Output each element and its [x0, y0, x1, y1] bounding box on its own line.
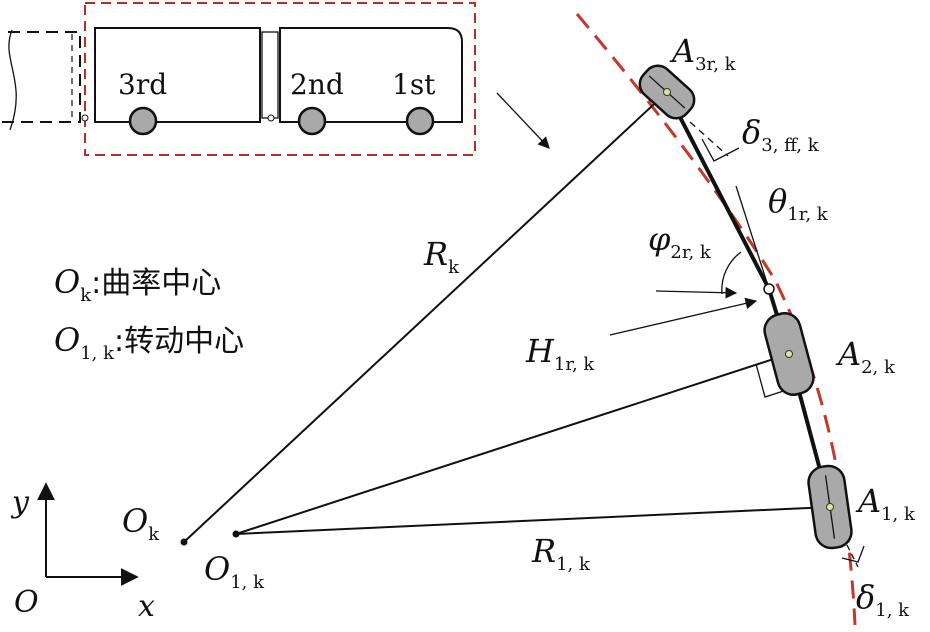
inset-highlight-frame [84, 2, 476, 156]
label-phi2r: φ2r, k [648, 220, 712, 263]
H-pointer-arrow [609, 297, 758, 336]
label-H1r: H1r, k [525, 332, 595, 375]
wheel-1st [405, 106, 435, 136]
wheel-A1-center [826, 503, 834, 511]
wheel-A3-center [663, 88, 671, 96]
label-theta1r: θ1r, k [768, 182, 829, 225]
car-head-body [279, 27, 463, 123]
coordinate-axes: y x O [10, 482, 155, 624]
rotation-center-point [232, 530, 240, 538]
legend: Ok:曲率中心 O1, k:转动中心 [54, 263, 244, 364]
car-3rd-body [94, 27, 261, 123]
label-R1k: R1, k [531, 532, 591, 575]
trailing-car-ghost [2, 31, 81, 123]
label-Ok: Ok [122, 502, 160, 545]
radius-A2-line [235, 353, 790, 535]
zoom-arrow [496, 92, 550, 149]
origin-label: O [14, 585, 39, 620]
label-Rk: Rk [423, 235, 460, 278]
delta1-angle-marker [841, 545, 865, 563]
label-O1k: O1, k [204, 550, 265, 593]
coupling-point-mid [267, 114, 275, 122]
y-axis-label: y [10, 485, 30, 520]
label-delta1: δ1, k [856, 578, 910, 621]
label-A3r: A3r, k [669, 32, 737, 75]
path-curve [575, 13, 857, 626]
x-axis-label: x [138, 589, 155, 624]
curvature-center-point [180, 538, 188, 546]
legend-curvature-center: Ok:曲率中心 [54, 263, 221, 306]
radius-Rk-line [183, 91, 668, 543]
wheel-3rd [128, 106, 158, 136]
delta3-dashed-line [689, 121, 729, 157]
phi-reference-arrow [655, 286, 738, 299]
label-A2: A2, k [835, 335, 896, 378]
articulation-joint-point [763, 283, 775, 295]
label-A1: A1, k [855, 482, 916, 525]
label-delta3: δ3, ff, k [742, 113, 820, 156]
delta1-dashed-line [837, 526, 859, 568]
articulation-joint [261, 31, 279, 119]
delta3-angle-marker [701, 138, 740, 162]
wheel-A1 [807, 464, 853, 550]
car-label-3rd: 3rd [118, 68, 167, 101]
wheel-A2-center [785, 350, 793, 358]
radius-R1k-line [235, 506, 831, 535]
legend-rotation-center: O1, k:转动中心 [54, 321, 244, 364]
car-label-1st: 1st [392, 68, 436, 101]
link-A3-joint [665, 91, 771, 290]
vehicle-inset: 3rd 2nd 1st [2, 2, 476, 156]
wheel-A3 [638, 64, 696, 120]
break-mark [8, 29, 17, 131]
phi-angle-arc [721, 251, 742, 295]
car-label-2nd: 2nd [290, 68, 344, 101]
theta-reference-line [735, 185, 770, 290]
wheel-A2 [763, 312, 815, 396]
coupling-point-rear [81, 114, 89, 122]
wheel-2nd [297, 106, 327, 136]
